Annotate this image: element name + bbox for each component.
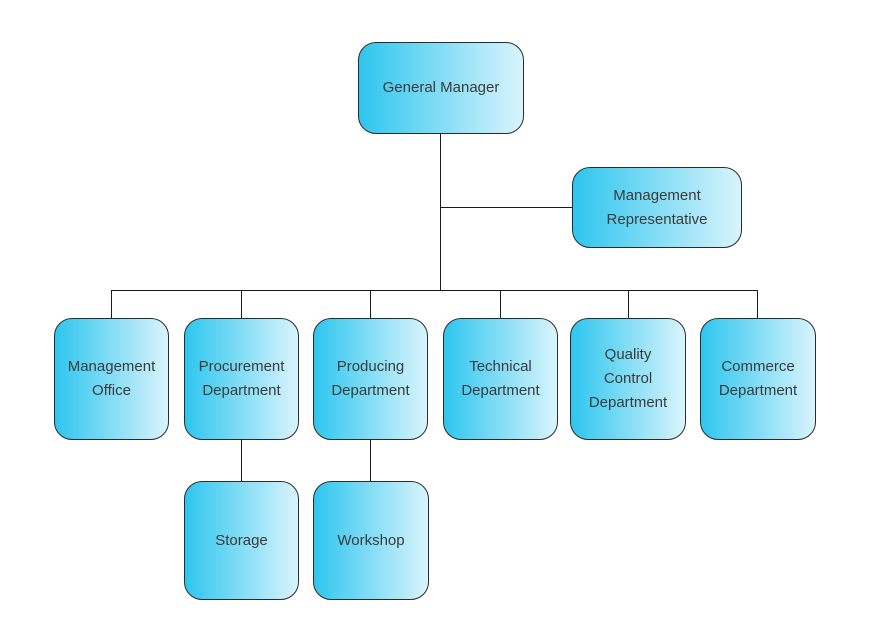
node-commerce-department[interactable]: Commerce Department bbox=[700, 318, 816, 440]
connector-stub-procurement bbox=[241, 290, 242, 318]
node-technical-department[interactable]: Technical Department bbox=[443, 318, 558, 440]
node-producing-department[interactable]: Producing Department bbox=[313, 318, 428, 440]
connector-stub-technical bbox=[500, 290, 501, 318]
node-management-representative[interactable]: Management Representative bbox=[572, 167, 742, 248]
connector-gm-trunk bbox=[440, 134, 441, 290]
connector-stub-management-office bbox=[111, 290, 112, 318]
node-producing-department-label: Producing Department bbox=[331, 358, 410, 399]
connector-dept-bus bbox=[111, 290, 757, 291]
node-storage-label: Storage bbox=[215, 531, 268, 549]
node-general-manager[interactable]: General Manager bbox=[358, 42, 524, 134]
connector-stub-producing bbox=[370, 290, 371, 318]
node-workshop[interactable]: Workshop bbox=[313, 481, 429, 600]
node-commerce-department-label: Commerce Department bbox=[718, 358, 798, 399]
node-quality-control-department-label: Quality Control Department bbox=[588, 346, 668, 411]
node-management-office[interactable]: Management Office bbox=[54, 318, 169, 440]
node-quality-control-department[interactable]: Quality Control Department bbox=[570, 318, 686, 440]
connector-stub-quality-control bbox=[628, 290, 629, 318]
node-technical-department-label: Technical Department bbox=[461, 358, 540, 399]
node-procurement-department-label: Procurement Department bbox=[198, 358, 285, 399]
node-management-representative-label: Management Representative bbox=[606, 186, 708, 228]
connector-stub-commerce bbox=[757, 290, 758, 318]
node-workshop-label: Workshop bbox=[337, 531, 405, 549]
connector-gm-to-mgmt-rep bbox=[440, 207, 572, 208]
node-storage[interactable]: Storage bbox=[184, 481, 299, 600]
connector-producing-to-workshop bbox=[370, 440, 371, 481]
node-management-office-label: Management Office bbox=[67, 358, 156, 399]
connector-procurement-to-storage bbox=[241, 440, 242, 481]
node-procurement-department[interactable]: Procurement Department bbox=[184, 318, 299, 440]
node-general-manager-label: General Manager bbox=[382, 79, 500, 96]
